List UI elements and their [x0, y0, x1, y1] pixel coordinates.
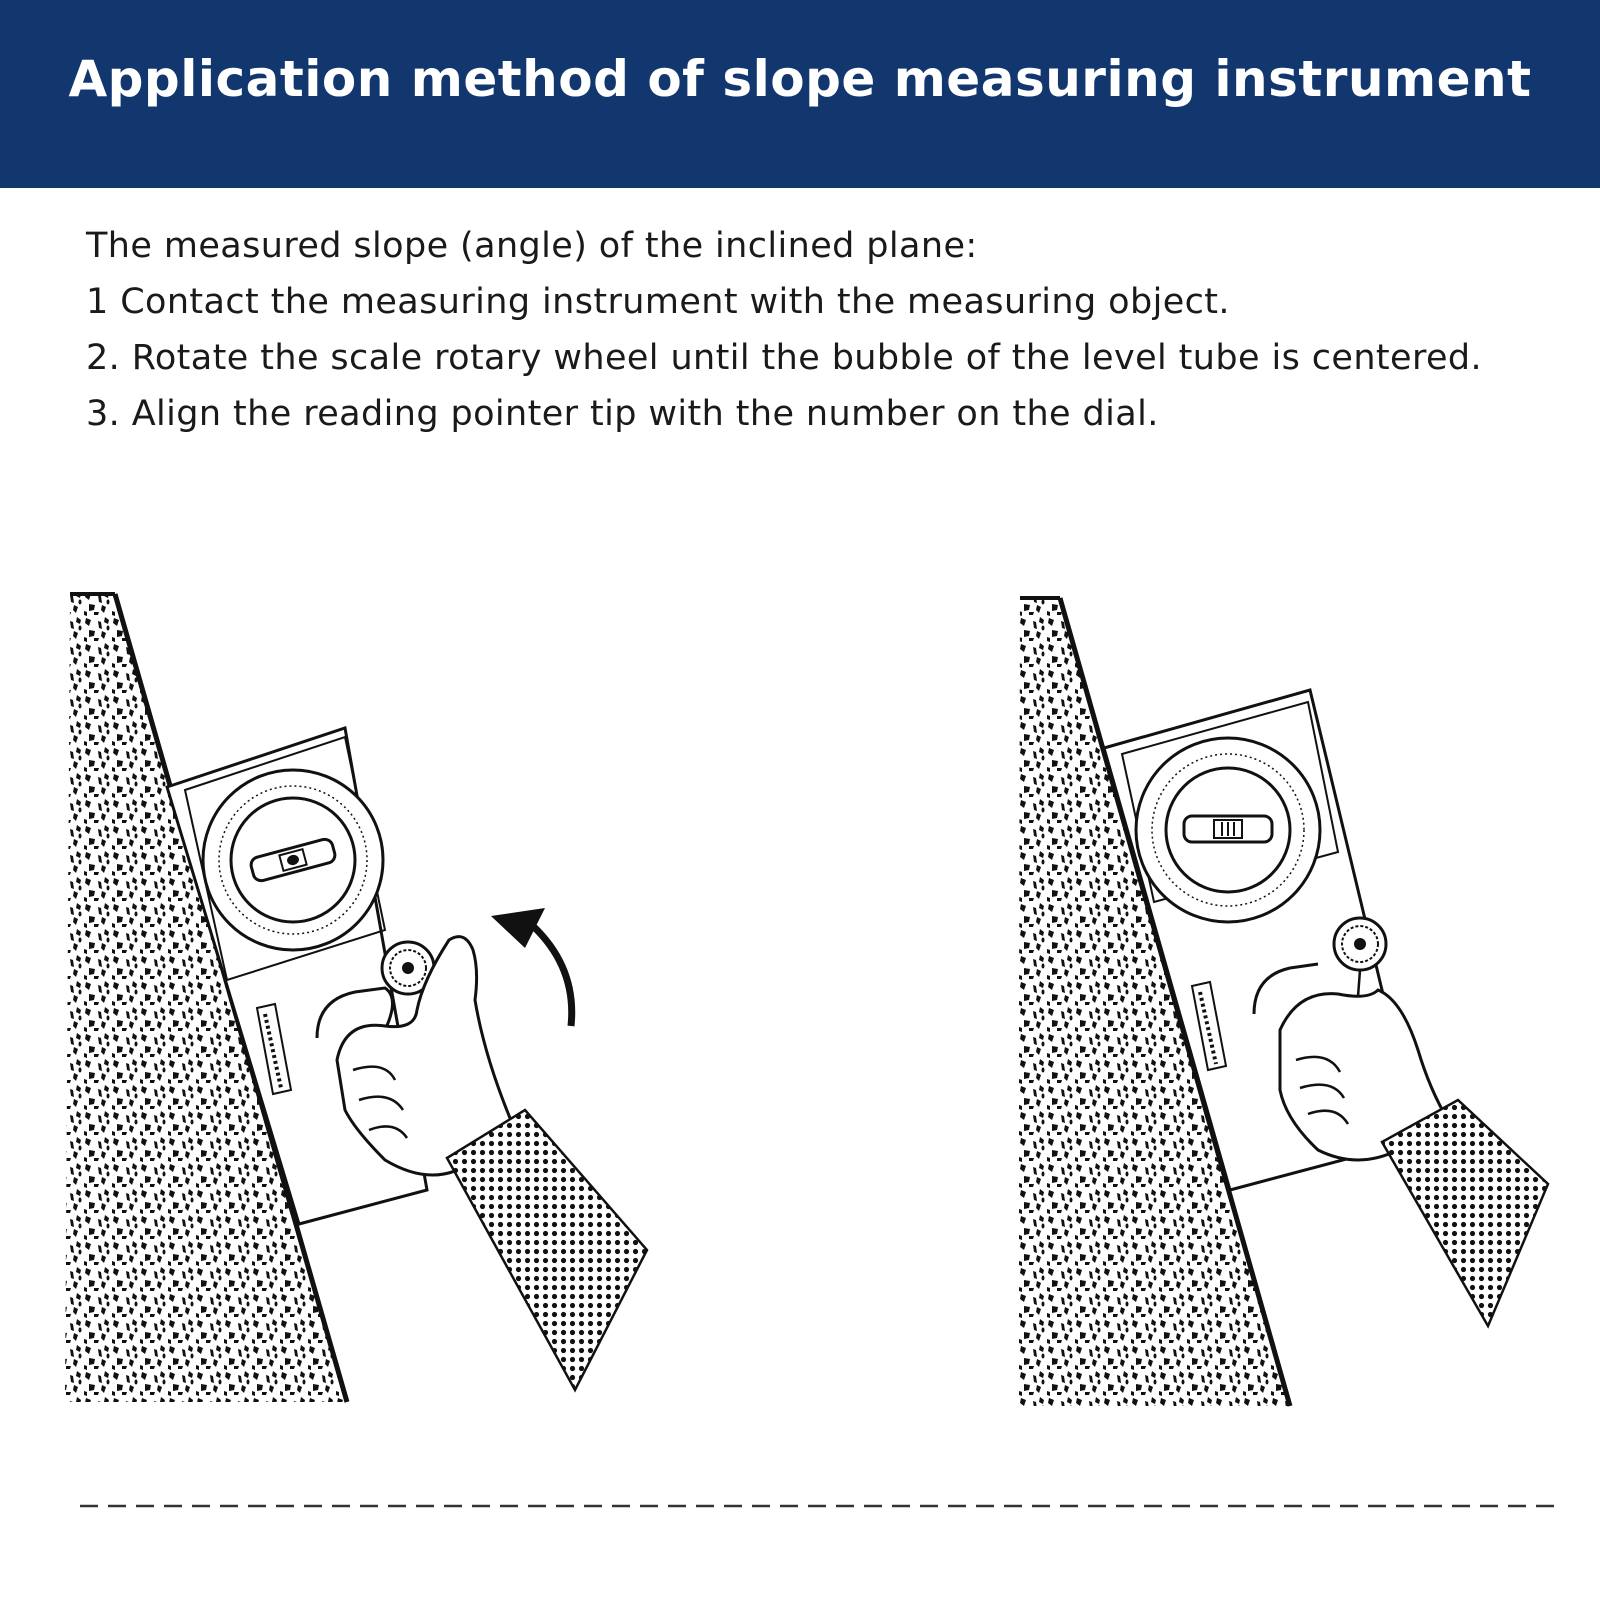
sleeve	[1380, 1098, 1550, 1329]
header-banner: Application method of slope measuring in…	[0, 0, 1600, 188]
sleeve	[445, 1108, 649, 1393]
hand	[1278, 988, 1550, 1329]
slope-surface	[1018, 598, 1290, 1406]
rotation-arrow-icon	[491, 908, 576, 1027]
page-title: Application method of slope measuring in…	[68, 50, 1532, 108]
hand	[335, 935, 649, 1393]
instruction-step-1: 1 Contact the measuring instrument with …	[86, 282, 1230, 322]
slope-surface	[65, 594, 347, 1402]
instruction-step-2: 2. Rotate the scale rotary wheel until t…	[86, 338, 1483, 378]
dashed-divider	[80, 1504, 1554, 1508]
instruction-step-3: 3. Align the reading pointer tip with th…	[86, 394, 1159, 434]
hand-rotating-wheel-illustration	[65, 592, 649, 1403]
instructions-intro: The measured slope (angle) of the inclin…	[86, 226, 978, 266]
instructions-block: The measured slope (angle) of the inclin…	[86, 218, 1576, 442]
figure-read-pointer	[1018, 590, 1600, 1450]
figure-rotate-wheel	[55, 590, 695, 1450]
hand-reading-pointer-illustration	[1018, 596, 1550, 1407]
